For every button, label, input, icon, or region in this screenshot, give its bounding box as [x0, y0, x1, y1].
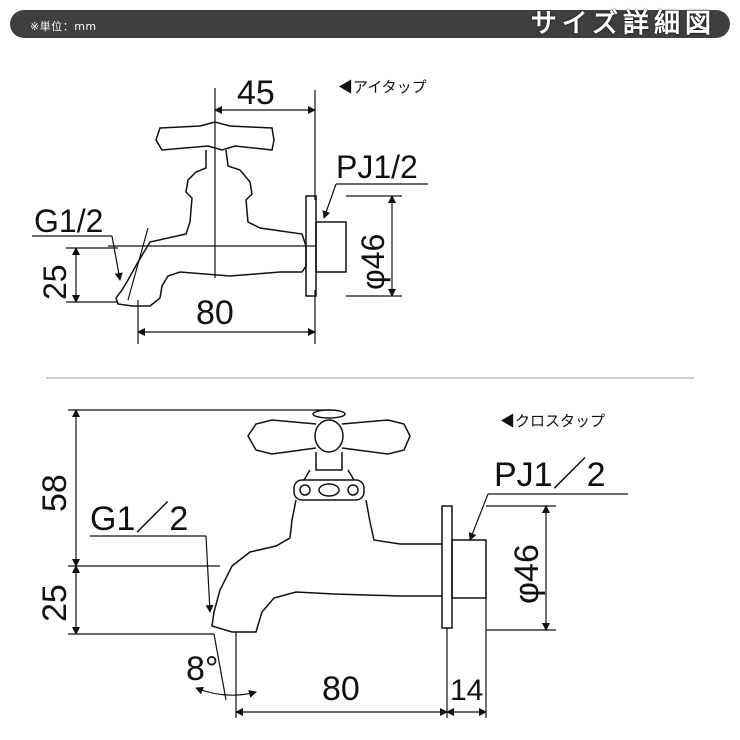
bottom-dim-80: 80 — [322, 670, 360, 708]
top-faucet-diagram — [108, 88, 347, 307]
bottom-dim-58: 58 — [36, 474, 74, 512]
bottom-label: ◀クロスタップ — [500, 413, 605, 430]
bottom-ring — [293, 479, 365, 501]
bottom-handle-cap — [312, 409, 346, 419]
bottom-dimension-lines — [68, 409, 628, 718]
bottom-dim-25: 25 — [36, 584, 74, 622]
unit-note: ※単位：mm — [30, 20, 97, 33]
page-title: サイズ詳細図 — [530, 9, 716, 39]
top-dim-45: 45 — [237, 74, 275, 112]
bottom-handle-left — [247, 419, 317, 455]
bottom-flange-shape — [441, 505, 453, 629]
top-thread-outlet: G1/2 — [34, 203, 103, 239]
top-dim-80: 80 — [196, 294, 234, 332]
top-dim-25: 25 — [37, 264, 73, 300]
bottom-dim-14: 14 — [450, 674, 483, 707]
top-dimension-lines — [32, 90, 428, 344]
bottom-faucet-diagram — [211, 409, 487, 633]
bottom-thread-outlet: G1／2 — [90, 500, 188, 538]
header-bar — [10, 10, 730, 38]
top-stem-shape — [115, 149, 307, 307]
top-label: ◀アイタップ — [338, 79, 427, 96]
bottom-dim-phi46: φ46 — [508, 544, 546, 604]
bottom-body-shape — [211, 499, 442, 633]
top-dim-phi46: φ46 — [355, 234, 391, 290]
bottom-thread-inlet: PJ1／2 — [494, 456, 606, 494]
bottom-handle-right — [341, 419, 411, 455]
bottom-handle-hub — [314, 419, 344, 453]
top-thread-inlet: PJ1/2 — [336, 149, 418, 185]
bottom-angle: 8° — [186, 650, 219, 688]
bottom-inlet-shape — [451, 539, 487, 599]
top-inlet-shape — [315, 221, 347, 273]
